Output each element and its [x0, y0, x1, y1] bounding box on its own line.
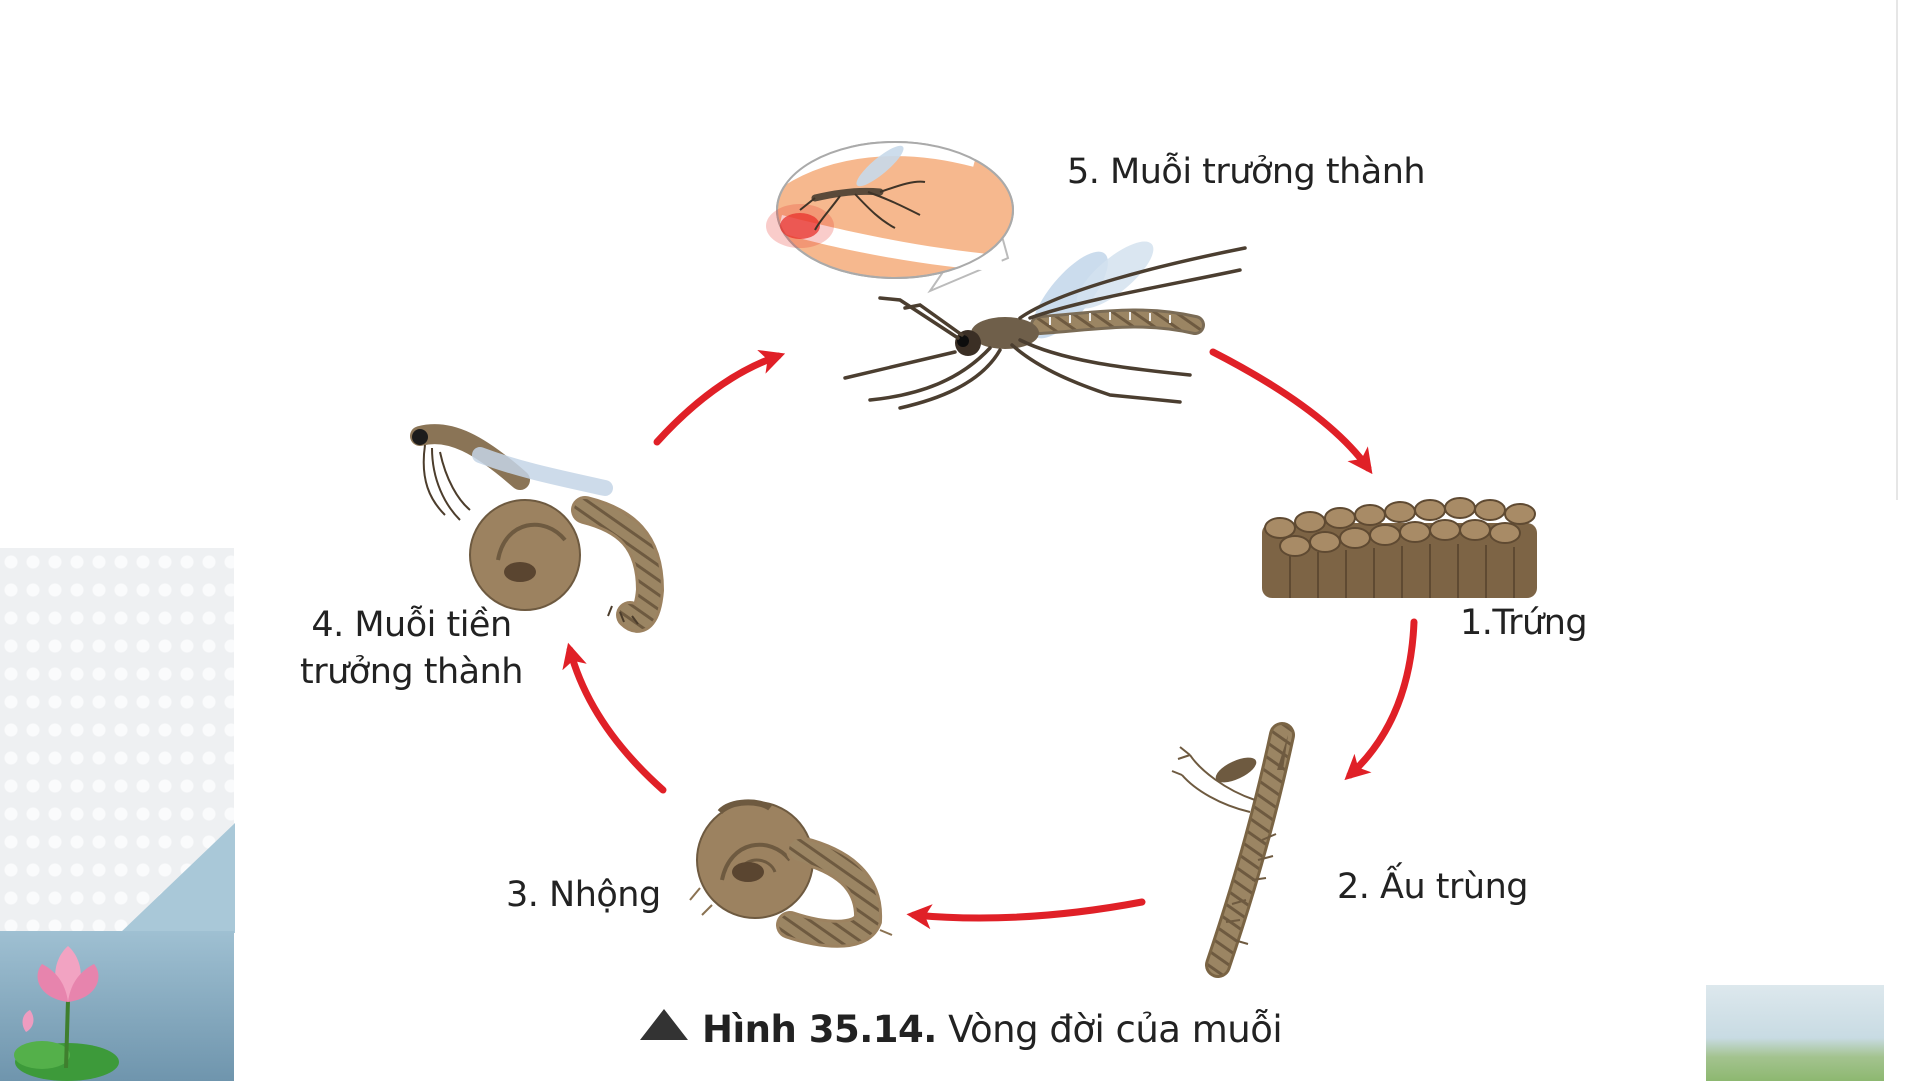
- figure-number: Hình 35.14.: [702, 1008, 937, 1051]
- egg-raft-icon: [1262, 498, 1537, 598]
- label-emerging-adult-line-1: 4. Muỗi tiền: [300, 602, 523, 649]
- arrow-pupa-to-emerging: [570, 650, 663, 790]
- label-emerging-adult-line-2: trưởng thành: [300, 649, 523, 696]
- emerging-mosquito-icon: [412, 429, 650, 624]
- larva-icon: [1172, 735, 1288, 965]
- arrow-egg-to-larva: [1350, 622, 1414, 775]
- arrow-emerging-to-adult: [657, 356, 778, 442]
- label-egg: 1.Trứng: [1460, 603, 1587, 643]
- pupa-icon: [690, 802, 892, 935]
- label-pupa: 3. Nhộng: [506, 875, 661, 915]
- mosquito-biting-skin-icon: [766, 141, 1013, 291]
- label-larva: 2. Ấu trùng: [1337, 867, 1528, 907]
- figure-title: Vòng đời của muỗi: [948, 1008, 1282, 1051]
- cycle-arrows: [570, 352, 1414, 918]
- arrow-adult-to-egg: [1213, 352, 1368, 468]
- arrow-larva-to-pupa: [914, 902, 1142, 918]
- label-emerging-adult: 4. Muỗi tiền trưởng thành: [300, 602, 523, 696]
- label-adult: 5. Muỗi trưởng thành: [1067, 152, 1425, 192]
- figure-caption: Hình 35.14. Vòng đời của muỗi: [640, 1008, 1282, 1051]
- caption-triangle-icon: [640, 1009, 688, 1040]
